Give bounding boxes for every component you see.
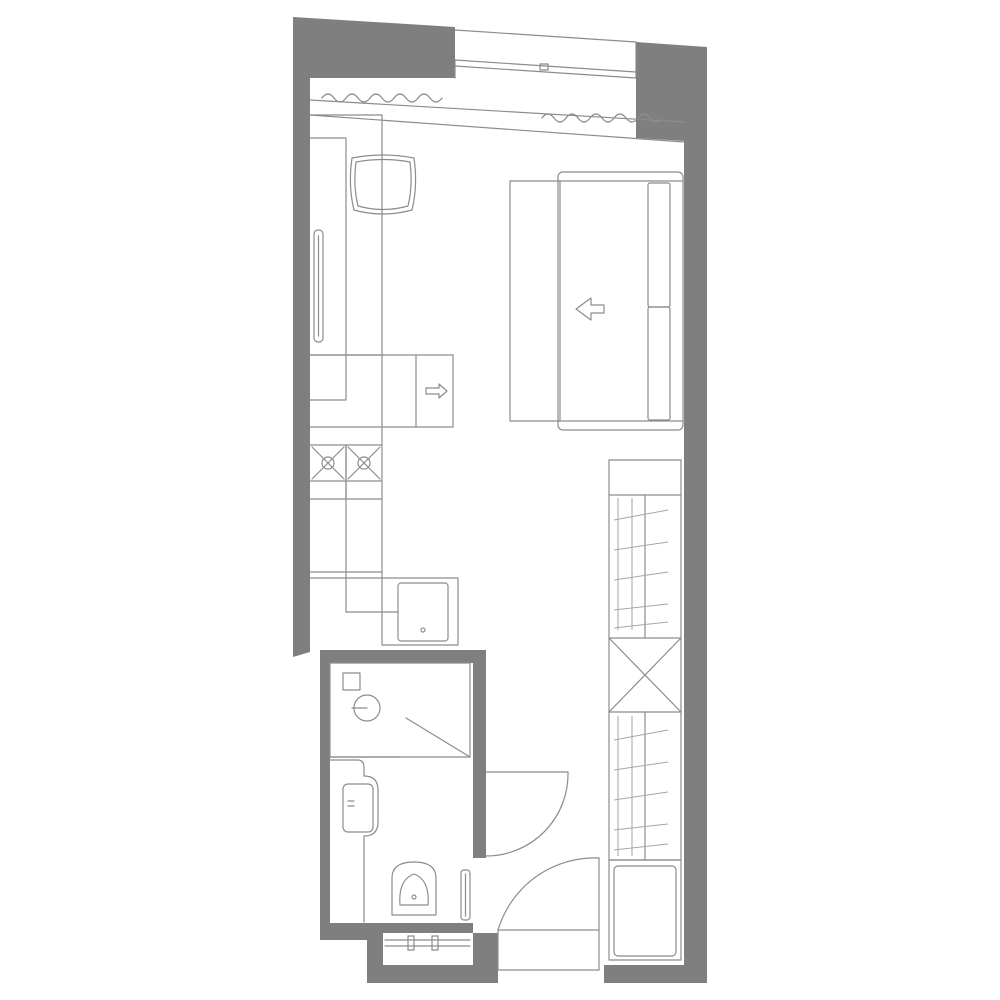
kitchen-counter bbox=[309, 354, 459, 646]
chair-icon bbox=[349, 154, 417, 215]
window-sill-line bbox=[309, 99, 685, 123]
bathroom-vent bbox=[384, 935, 471, 951]
bathroom-sink-icon bbox=[342, 783, 374, 833]
curtain-icon bbox=[541, 113, 663, 123]
towel-rail-icon bbox=[460, 869, 471, 921]
wall-mirror-icon bbox=[313, 229, 324, 343]
entry-cabinet bbox=[608, 859, 682, 961]
curtain-icon bbox=[321, 93, 443, 103]
wardrobe-shelf-icon bbox=[613, 498, 669, 630]
exterior-wall bbox=[293, 17, 707, 983]
wardrobe-shelf-icon bbox=[613, 716, 669, 856]
window-reveal-line bbox=[309, 114, 685, 143]
window-icon bbox=[454, 29, 637, 79]
shower-enclosure bbox=[329, 662, 471, 758]
door-swing-icon bbox=[497, 857, 600, 971]
wardrobe bbox=[608, 459, 682, 861]
shoe-cabinet-icon bbox=[608, 637, 682, 713]
kitchen-sink-icon bbox=[397, 582, 449, 642]
shower-drain-icon bbox=[351, 694, 381, 722]
door-swing-icon bbox=[485, 771, 569, 857]
bathroom-wall bbox=[320, 650, 498, 983]
desk-counter bbox=[309, 114, 383, 401]
bathroom-vanity bbox=[329, 759, 379, 923]
stove-burner-icon bbox=[311, 446, 345, 480]
walls bbox=[293, 17, 707, 983]
toilet-icon bbox=[391, 861, 437, 916]
arrow-right-icon bbox=[425, 383, 448, 399]
sofa-bed-icon bbox=[509, 171, 684, 431]
stove-burner-icon bbox=[347, 446, 381, 480]
arrow-left-icon bbox=[575, 297, 605, 321]
